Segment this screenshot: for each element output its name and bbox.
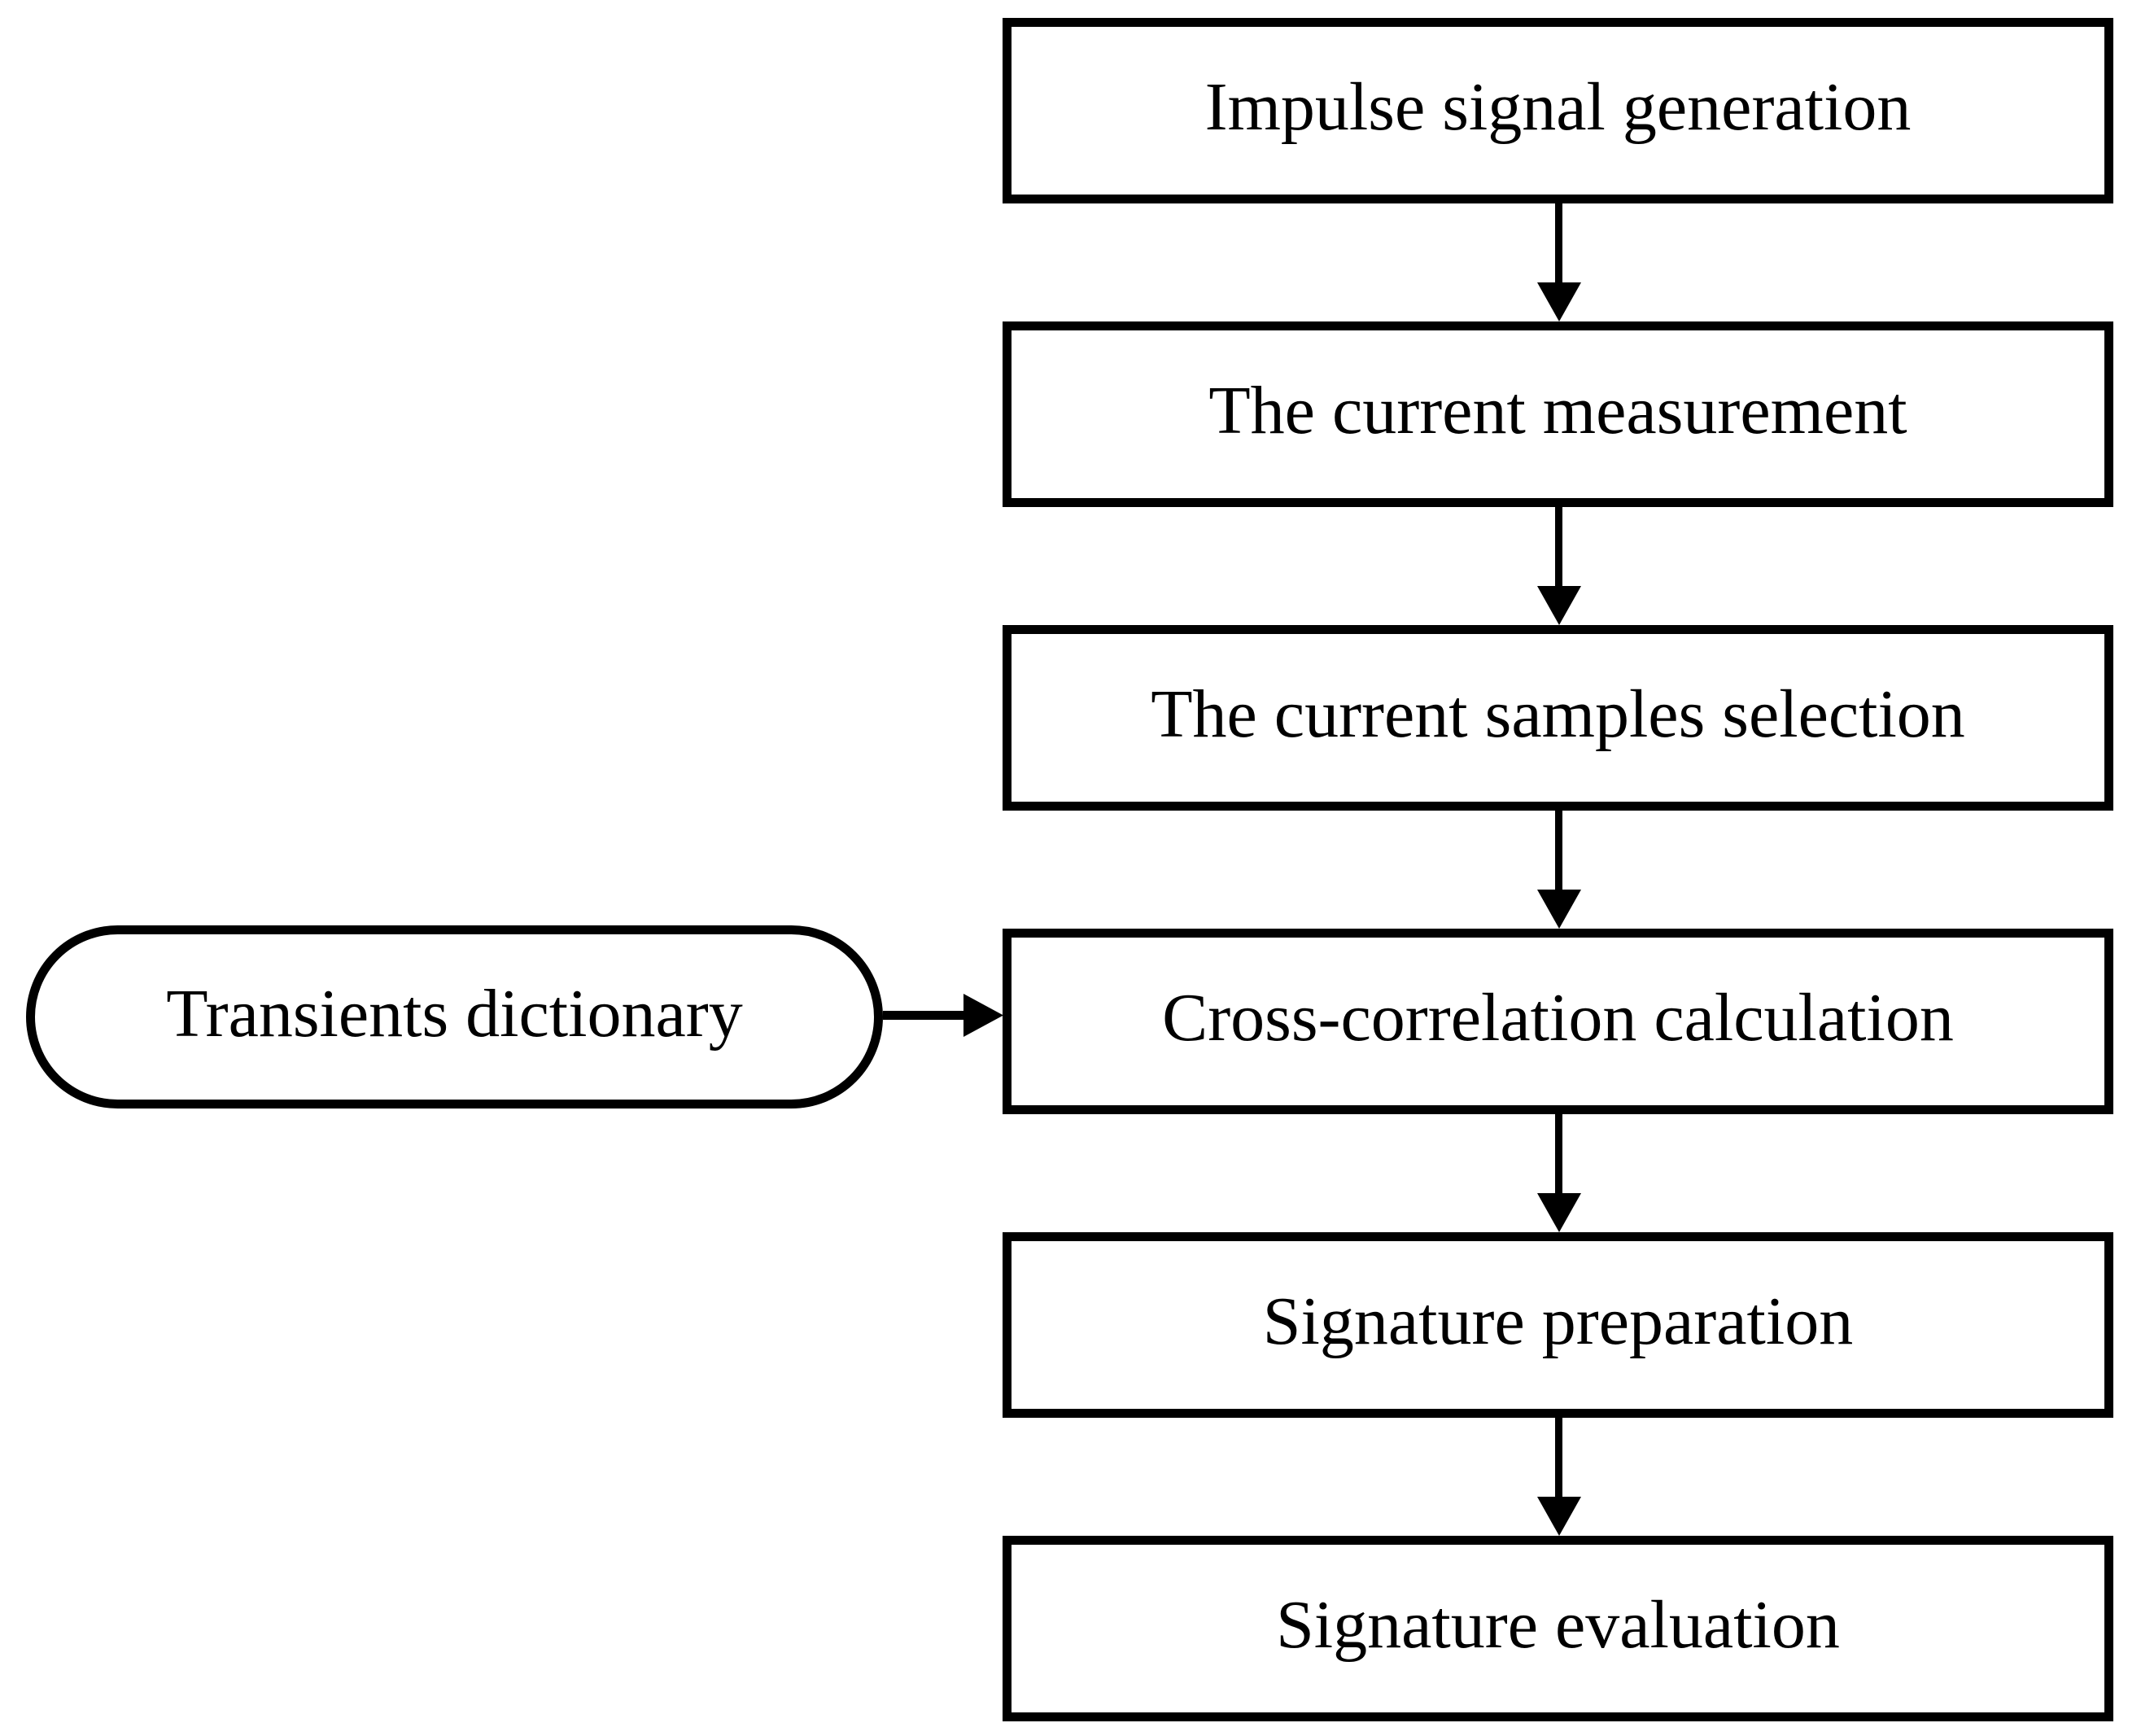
arrow-line-impulse-to-measurement xyxy=(1555,203,1562,283)
arrow-line-crosscorrelation-to-preparation xyxy=(1555,1114,1562,1194)
node-signature-evaluation: Signature evaluation xyxy=(1003,1536,2113,1721)
arrow-line-dictionary-to-crosscorrelation xyxy=(883,1011,965,1020)
arrowhead-down-icon xyxy=(1537,1193,1581,1232)
arrowhead-down-icon xyxy=(1537,1497,1581,1536)
arrow-line-measurement-to-samples xyxy=(1555,507,1562,587)
node-label: The current measurement xyxy=(1208,373,1907,448)
node-label: The current samples selection xyxy=(1151,676,1965,752)
node-cross-correlation-calculation: Cross-correlation calculation xyxy=(1003,929,2113,1114)
arrowhead-right-icon xyxy=(963,994,1003,1037)
node-current-measurement: The current measurement xyxy=(1003,321,2113,507)
node-current-samples-selection: The current samples selection xyxy=(1003,625,2113,811)
node-impulse-signal-generation: Impulse signal generation xyxy=(1003,18,2113,203)
node-label: Cross-correlation calculation xyxy=(1162,980,1954,1056)
arrowhead-down-icon xyxy=(1537,890,1581,929)
node-signature-preparation: Signature preparation xyxy=(1003,1232,2113,1418)
arrowhead-down-icon xyxy=(1537,586,1581,625)
arrow-line-preparation-to-evaluation xyxy=(1555,1418,1562,1498)
arrowhead-down-icon xyxy=(1537,282,1581,321)
node-transients-dictionary: Transients dictionary xyxy=(26,925,883,1109)
arrow-line-samples-to-crosscorrelation xyxy=(1555,811,1562,890)
node-label: Signature preparation xyxy=(1262,1283,1854,1359)
node-label: Impulse signal generation xyxy=(1204,69,1912,145)
node-label: Signature evaluation xyxy=(1276,1587,1840,1663)
node-label: Transients dictionary xyxy=(166,975,743,1052)
